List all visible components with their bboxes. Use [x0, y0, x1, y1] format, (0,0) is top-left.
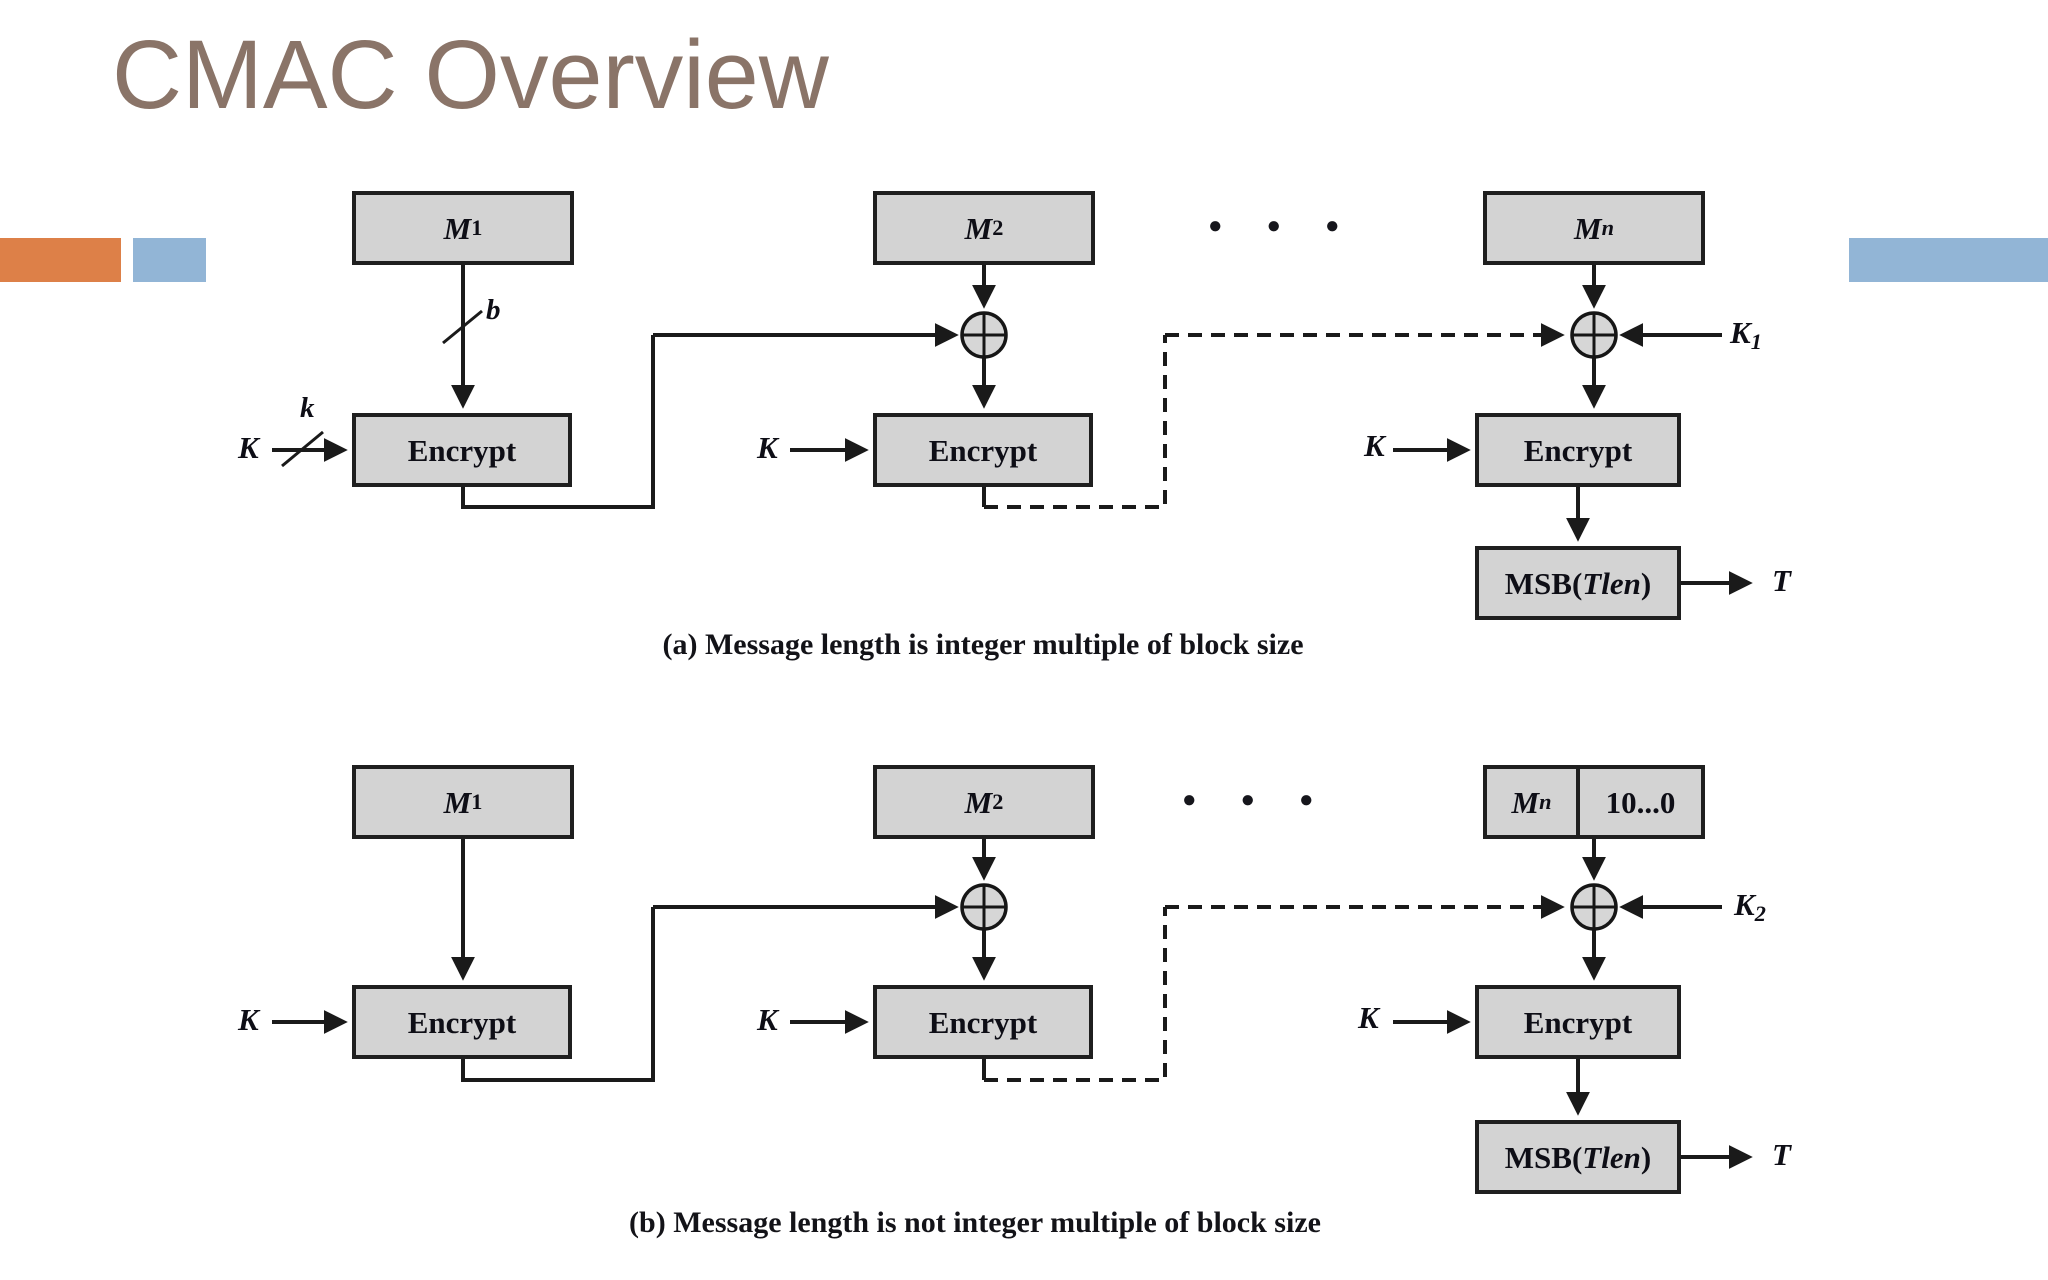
block-encrypt1-b: Encrypt: [352, 985, 572, 1059]
label-k-encrypt2-b: K: [757, 1002, 778, 1037]
block-msb-b: MSB(Tlen): [1475, 1120, 1681, 1194]
xor-icon-b2: [960, 883, 1008, 931]
page-title: CMAC Overview: [112, 20, 829, 129]
diagram-b-lines: [272, 839, 1753, 1169]
accent-bar-blue-right: [1849, 238, 2048, 282]
cell-padding-b: 10...0: [1605, 784, 1676, 820]
xor-icon-bn: [1570, 883, 1618, 931]
label-k-encrypt2-a: K: [757, 430, 778, 465]
block-encryptn-b: Encrypt: [1475, 985, 1681, 1059]
label-k2-b: K2: [1734, 887, 1766, 927]
diagram-a-lines: [272, 265, 1753, 595]
block-encrypt1-a: Encrypt: [352, 413, 572, 487]
block-msb-a: MSB(Tlen): [1475, 546, 1681, 620]
bus-width-slash-k: [281, 430, 324, 468]
label-t-b: T: [1772, 1137, 1791, 1172]
accent-bar-orange: [0, 238, 121, 282]
label-k1-a: K1: [1730, 315, 1762, 355]
label-k-encryptn-b: K: [1358, 1000, 1379, 1035]
chain-elbow-1-a: [461, 335, 655, 509]
label-b-bits-a: b: [486, 294, 501, 326]
accent-bar-blue-left: [133, 238, 206, 282]
block-encrypt2-a: Encrypt: [873, 413, 1093, 487]
block-encryptn-a: Encrypt: [1475, 413, 1681, 487]
caption-b: (b) Message length is not integer multip…: [629, 1206, 1321, 1239]
caption-a: (a) Message length is integer multiple o…: [662, 628, 1304, 661]
label-k-encrypt1-b: K: [238, 1002, 259, 1037]
label-t-a: T: [1772, 563, 1791, 598]
xor-icon-a2: [960, 311, 1008, 359]
label-k-encryptn-a: K: [1364, 428, 1385, 463]
bus-width-slash-b: [442, 309, 483, 345]
chain-elbow-1-b: [461, 907, 655, 1082]
ellipsis-b: ●●●: [1182, 787, 1314, 813]
label-k-bits-a: k: [300, 392, 315, 424]
label-k-encrypt1-a: K: [238, 430, 259, 465]
ellipsis-a: ●●●: [1208, 213, 1340, 239]
xor-icon-an: [1570, 311, 1618, 359]
block-encrypt2-b: Encrypt: [873, 985, 1093, 1059]
